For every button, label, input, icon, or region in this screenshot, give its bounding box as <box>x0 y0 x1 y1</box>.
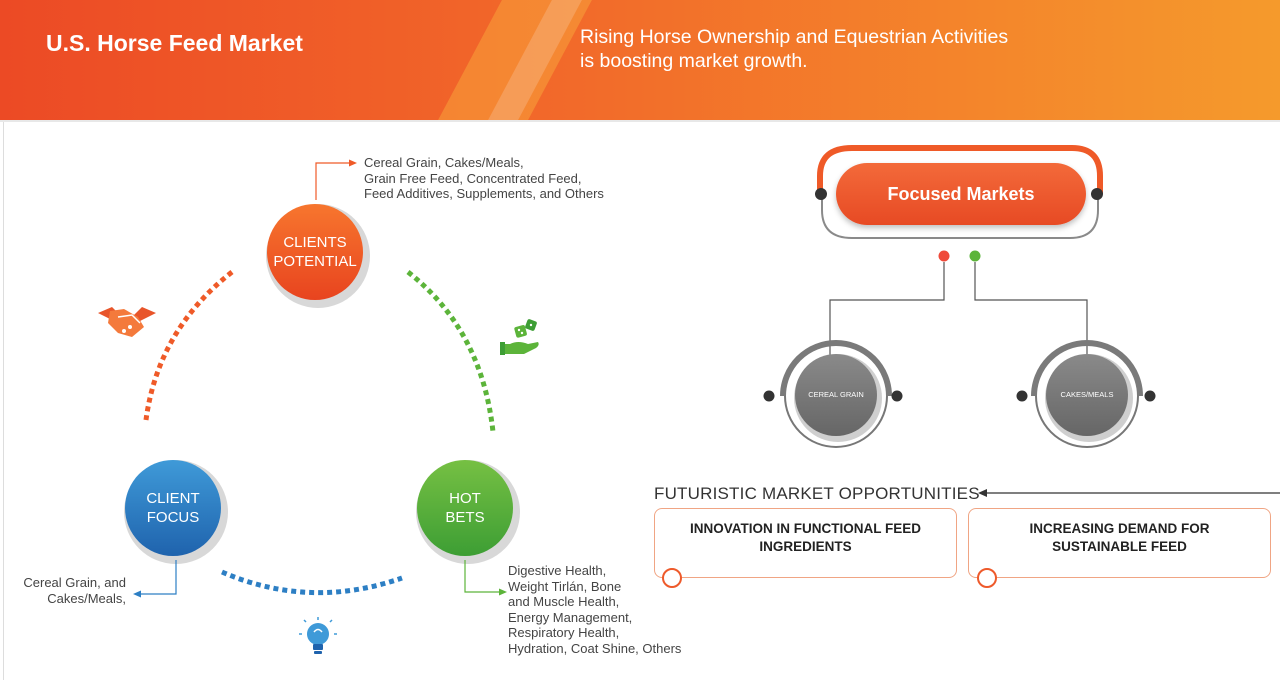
dashed-arc-orange <box>143 270 234 421</box>
client-focus-circle <box>125 460 221 556</box>
hot-bets-arrowhead <box>499 588 507 596</box>
left-border <box>3 122 4 680</box>
clients-potential-circle <box>267 204 363 300</box>
hot-bets-note-line: Hydration, Coat Shine, Others <box>508 640 682 656</box>
cereal-grain-arc-top <box>780 340 892 397</box>
cereal-grain-label: CEREAL GRAIN <box>808 390 864 399</box>
cereal-grain-left-dot <box>763 390 775 402</box>
cakes-meals-arc-top <box>1031 340 1143 397</box>
dice-hand-icon <box>500 319 539 355</box>
opportunity-line-2: SUSTAINABLE FEED <box>1052 539 1187 554</box>
clients-potential-note-line: Grain Free Feed, Concentrated Feed, <box>364 170 582 186</box>
clients-potential-note-line: Cereal Grain, Cakes/Meals, <box>364 155 524 170</box>
focused-markets-left-dot <box>815 188 827 200</box>
cereal-grain-circle <box>795 354 877 436</box>
clients-potential-arrowhead <box>349 159 357 167</box>
dashed-arc-blue <box>221 569 403 596</box>
opportunity-card: INNOVATION IN FUNCTIONAL FEED INGREDIENT… <box>654 508 957 578</box>
hot-bets-line-1: HOT <box>449 490 481 507</box>
cakes-meals-left-dot <box>1016 390 1028 402</box>
focused-markets-title: Focused Markets <box>836 163 1086 225</box>
opportunity-line-1: INNOVATION IN FUNCTIONAL FEED <box>690 521 921 536</box>
cakes-meals-right-dot <box>1144 390 1156 402</box>
cereal-grain-arc-bottom <box>784 395 888 448</box>
opportunities-title: FUTURISTIC MARKET OPPORTUNITIES <box>654 484 980 503</box>
client-focus-note: Cereal Grain, and Cakes/Meals, <box>10 575 126 606</box>
clients-potential-line-1: CLIENTS <box>283 234 347 251</box>
clients-potential-label: CLIENTS POTENTIAL <box>267 233 363 271</box>
focused-markets-bottom-arc <box>821 194 1099 239</box>
hot-bets-circle <box>417 460 513 556</box>
cakes-meals-label: CAKES/MEALS <box>1060 390 1114 399</box>
connector-dot-red <box>938 250 950 262</box>
hot-bets-note: Digestive Health, Weight Tirlán, Bone an… <box>508 563 681 656</box>
hot-bets-note-line: Digestive Health, <box>508 563 607 578</box>
client-focus-note-line: Cakes/Meals, <box>47 590 126 606</box>
subtitle-line-2: is boosting market growth. <box>580 50 808 72</box>
header-banner: U.S. Horse Feed Market Rising Horse Owne… <box>0 0 1280 120</box>
cakes-meals-circle <box>1046 354 1128 436</box>
opportunity-ring-marker <box>662 568 682 588</box>
client-focus-connector <box>140 560 177 595</box>
hot-bets-line-2: BETS <box>445 509 485 526</box>
opportunity-card: INCREASING DEMAND FOR SUSTAINABLE FEED <box>968 508 1271 578</box>
clients-potential-connector <box>315 162 350 200</box>
dashed-arc-green <box>406 270 496 433</box>
subtitle-line-1: Rising Horse Ownership and Equestrian Ac… <box>580 26 1009 48</box>
opportunities-arrowhead <box>978 489 987 497</box>
cereal-grain-right-dot <box>891 390 903 402</box>
client-focus-label: CLIENT FOCUS <box>125 489 221 527</box>
hot-bets-connector <box>464 560 500 593</box>
clients-potential-note: Cereal Grain, Cakes/Meals, Grain Free Fe… <box>364 155 604 202</box>
page-title: U.S. Horse Feed Market <box>46 30 303 56</box>
hot-bets-note-line: Respiratory Health, <box>508 625 620 640</box>
opportunity-line-2: INGREDIENTS <box>759 539 852 554</box>
page-subtitle: Rising Horse Ownership and Equestrian Ac… <box>580 25 1100 73</box>
clients-potential-note-line: Feed Additives, Supplements, and Others <box>364 186 604 201</box>
hot-bets-note-line: and Muscle Health, <box>508 594 620 609</box>
opportunity-line-1: INCREASING DEMAND FOR <box>1029 521 1210 536</box>
hot-bets-label: HOT BETS <box>417 489 513 527</box>
client-focus-line-1: CLIENT <box>146 490 200 507</box>
connector-line-right <box>974 262 1088 356</box>
focused-markets-top-arc <box>817 145 1103 194</box>
client-focus-line-2: FOCUS <box>146 509 200 526</box>
client-focus-arrowhead <box>133 590 141 598</box>
header-divider <box>0 120 1280 122</box>
opportunity-ring-marker <box>977 568 997 588</box>
hot-bets-note-line: Energy Management, <box>508 609 633 625</box>
clients-potential-line-2: POTENTIAL <box>273 253 357 270</box>
hot-bets-note-line: Weight Tirlán, Bone <box>508 578 622 594</box>
lightbulb-icon <box>299 617 337 654</box>
handshake-icon <box>98 307 156 337</box>
connector-dot-green <box>969 250 981 262</box>
focused-markets-right-dot <box>1091 188 1103 200</box>
connector-line-left <box>829 262 945 356</box>
cakes-meals-arc-bottom <box>1035 395 1139 448</box>
client-focus-note-line: Cereal Grain, and <box>23 575 126 590</box>
